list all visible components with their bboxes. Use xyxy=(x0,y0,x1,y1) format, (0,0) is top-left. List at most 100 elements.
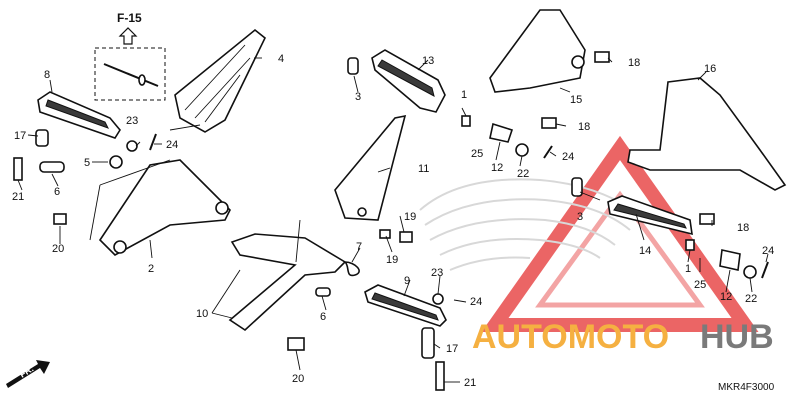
callout-12: 12 xyxy=(720,291,732,303)
callout-16: 16 xyxy=(704,63,716,75)
callout-22: 22 xyxy=(745,293,757,305)
callout-18: 18 xyxy=(578,121,590,133)
callout-21: 21 xyxy=(464,377,476,389)
pin-6 xyxy=(39,161,65,173)
callout-24: 24 xyxy=(470,296,482,308)
callout-22: 22 xyxy=(517,168,529,180)
spring-1-upper xyxy=(461,115,471,127)
leader-lines xyxy=(17,57,769,383)
brand-watermark: AUTOMOTO HUB xyxy=(472,318,774,356)
reference-box: F-15 xyxy=(94,11,166,101)
callout-23: 23 xyxy=(431,267,443,279)
spring-5 xyxy=(109,155,123,169)
callout-20: 20 xyxy=(52,243,64,255)
callout-3: 3 xyxy=(355,91,361,103)
bolt-outline xyxy=(103,63,159,87)
callout-17: 17 xyxy=(14,130,26,142)
callout-3: 3 xyxy=(577,211,583,223)
callout-10: 10 xyxy=(196,308,208,320)
spring-1-lower xyxy=(685,239,695,251)
bracket-bolt-hole xyxy=(571,55,585,69)
fr-label: FR. xyxy=(18,364,36,380)
bolt-19-b xyxy=(399,231,413,243)
fr-arrow-icon xyxy=(6,360,50,388)
callout-20: 20 xyxy=(292,373,304,385)
callout-9: 9 xyxy=(404,275,410,287)
washer-23-right xyxy=(432,293,444,305)
callout-4: 4 xyxy=(278,53,284,65)
guard-bolt-hole xyxy=(357,207,367,217)
callout-18: 18 xyxy=(737,222,749,234)
callout-12: 12 xyxy=(491,162,503,174)
bolt-20-right xyxy=(287,337,305,351)
callout-11: 11 xyxy=(418,163,429,175)
callout-24: 24 xyxy=(562,151,574,163)
pin-3-upper xyxy=(347,57,359,75)
callout-19: 19 xyxy=(404,211,416,223)
diagram-code: MKR4F3000 xyxy=(718,382,775,393)
callout-25: 25 xyxy=(694,279,706,291)
footpeg-rear-right xyxy=(607,195,693,236)
reference-frame xyxy=(94,47,166,101)
pin-24 xyxy=(149,133,157,151)
bolt-19-a xyxy=(379,229,391,239)
pin-24-lower xyxy=(761,261,769,279)
callout-19: 19 xyxy=(386,254,398,266)
washer-outline xyxy=(138,74,146,86)
bolt-21-right xyxy=(435,361,445,391)
callout-1: 1 xyxy=(461,89,467,101)
up-arrow-icon xyxy=(118,27,138,45)
reference-label: F-15 xyxy=(117,11,142,25)
callout-24: 24 xyxy=(762,245,774,257)
callouts: 8 17 21 6 20 5 23 24 4 2 10 20 6 3 13 1 … xyxy=(12,53,774,389)
callout-13: 13 xyxy=(422,55,434,67)
front-direction-arrow: FR. xyxy=(6,360,50,388)
pin-24-upper xyxy=(543,145,553,159)
bracket-bolt-hole xyxy=(113,240,127,254)
step-bracket-right xyxy=(228,233,347,332)
spring-7 xyxy=(342,261,360,277)
bolt-18-c xyxy=(699,213,715,225)
callout-2: 2 xyxy=(148,263,154,275)
bolt-18-a xyxy=(594,51,610,63)
heel-guard-right xyxy=(334,114,407,221)
bolt-20 xyxy=(53,213,67,225)
bolt-21 xyxy=(13,157,23,181)
callout-1: 1 xyxy=(685,263,691,275)
callout-6: 6 xyxy=(54,186,60,198)
brand-part-1: AUTOMOTO xyxy=(472,318,669,356)
bolt-18-b xyxy=(541,117,557,129)
callout-14: 14 xyxy=(639,245,651,257)
plate-12-upper xyxy=(489,122,514,143)
collar-17-right xyxy=(421,327,435,359)
heel-guard-left xyxy=(174,28,266,133)
callout-17: 17 xyxy=(446,343,458,355)
pin-6-right xyxy=(315,287,331,297)
callout-5: 5 xyxy=(84,157,90,169)
callout-23: 23 xyxy=(126,115,138,127)
bracket-16 xyxy=(627,77,787,191)
bracket-bolt-hole xyxy=(215,201,229,215)
washer-22-lower xyxy=(743,265,757,279)
callout-21: 21 xyxy=(12,191,24,203)
bracket-15 xyxy=(489,9,586,93)
callout-18: 18 xyxy=(628,57,640,69)
brand-part-2: HUB xyxy=(700,318,774,356)
callout-24: 24 xyxy=(166,139,178,151)
washer-23 xyxy=(126,140,138,152)
callout-6: 6 xyxy=(320,311,326,323)
callout-8: 8 xyxy=(44,69,50,81)
footpeg-right xyxy=(364,284,447,327)
footpeg-passenger xyxy=(371,49,446,113)
pin-3-lower xyxy=(571,177,583,197)
callout-25: 25 xyxy=(471,148,483,160)
plate-12-lower xyxy=(719,249,741,271)
callout-7: 7 xyxy=(356,241,362,253)
callout-15: 15 xyxy=(570,94,582,106)
collar-17 xyxy=(35,129,49,147)
wing-watermark xyxy=(419,178,641,271)
watermark-logo xyxy=(419,135,759,332)
washer-22-upper xyxy=(515,143,529,157)
